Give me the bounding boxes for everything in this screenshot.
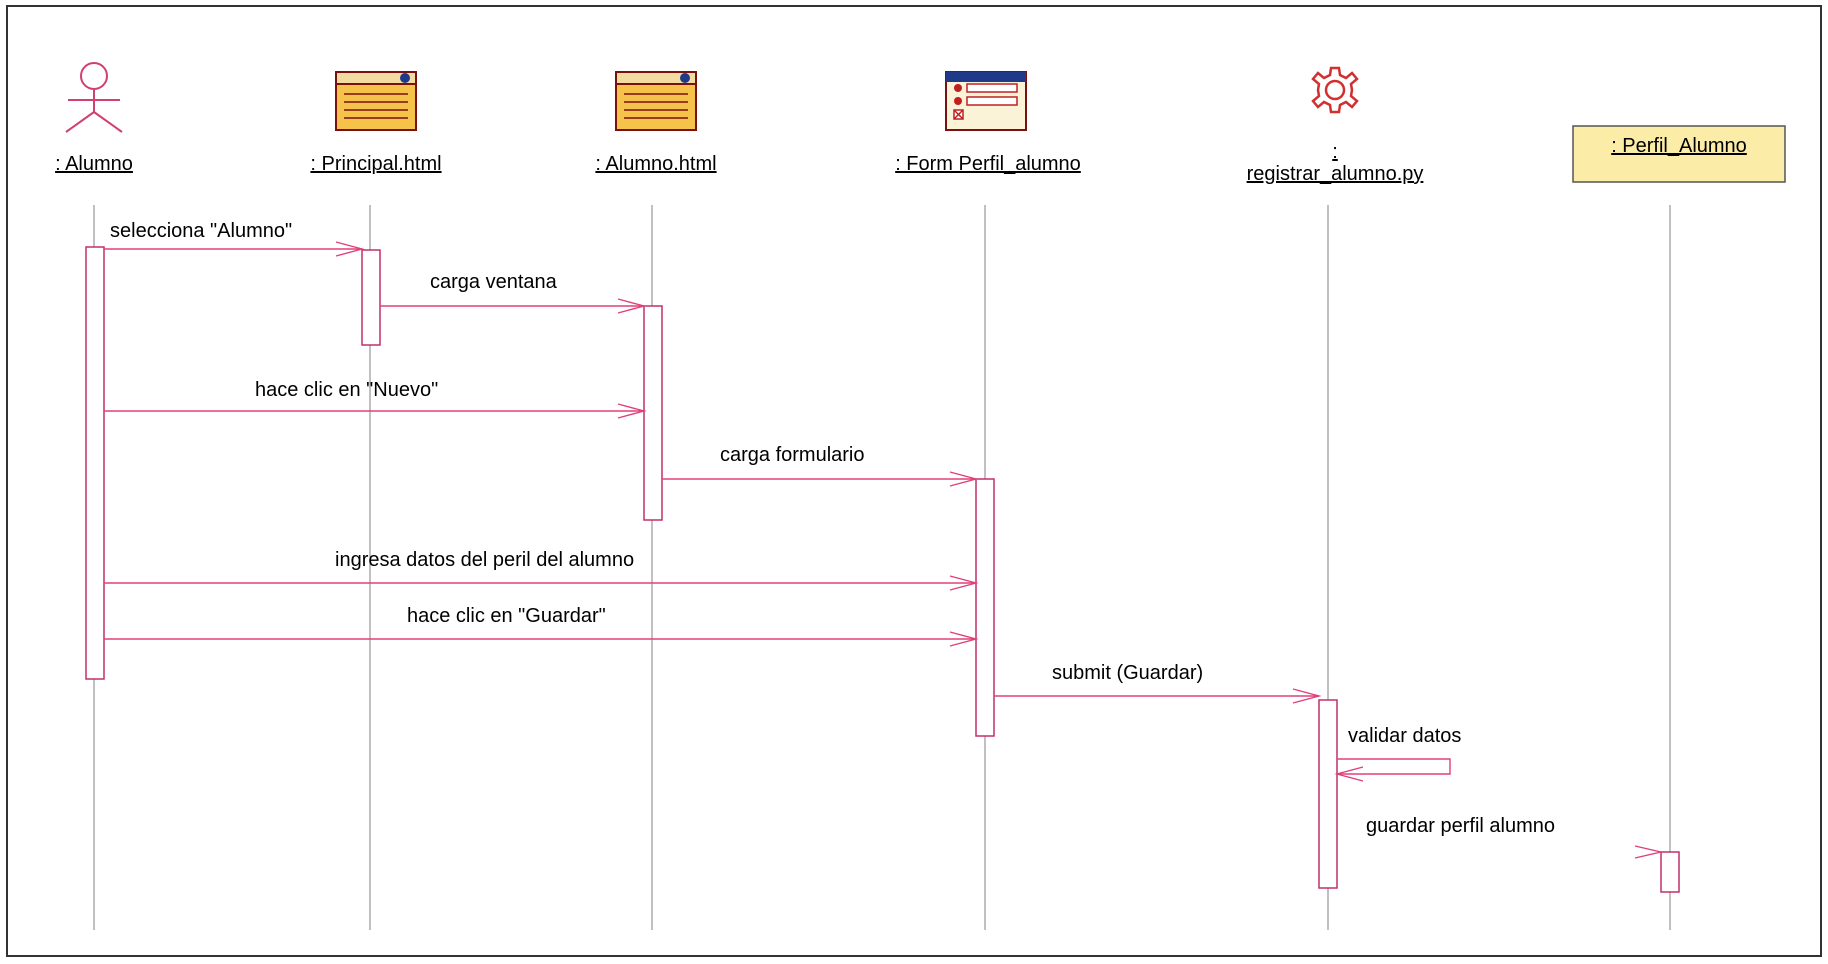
message-label: carga ventana bbox=[430, 271, 558, 293]
web-page-icon bbox=[335, 71, 417, 131]
message-label: submit (Guardar) bbox=[1052, 662, 1203, 684]
participant-label: : Form Perfil_alumno bbox=[895, 153, 1081, 175]
arrow-head bbox=[949, 471, 979, 487]
form-icon bbox=[945, 71, 1027, 131]
message-label: selecciona "Alumno" bbox=[110, 220, 292, 242]
activation-bar bbox=[361, 249, 381, 346]
participant-label: : Perfil_Alumno bbox=[1611, 135, 1747, 157]
arrow-head bbox=[617, 298, 647, 314]
activation-bar bbox=[1660, 851, 1680, 893]
self-message-line bbox=[1337, 758, 1451, 775]
participant-label: : Principal.html bbox=[310, 153, 441, 175]
entity-box bbox=[1572, 125, 1786, 183]
arrow-head bbox=[617, 403, 647, 419]
message-label: ingresa datos del peril del alumno bbox=[335, 549, 634, 571]
activation-bar bbox=[1318, 699, 1338, 889]
participant-label: registrar_alumno.py bbox=[1247, 163, 1424, 185]
arrow-head bbox=[949, 631, 979, 647]
arrow-head bbox=[949, 575, 979, 591]
actor-icon bbox=[65, 62, 123, 133]
activation-bar bbox=[975, 478, 995, 737]
arrow-head bbox=[1634, 845, 1662, 859]
arrow-head bbox=[335, 241, 365, 257]
diagram-frame bbox=[6, 5, 1822, 957]
participant-label: : Alumno.html bbox=[595, 153, 716, 175]
message-label: carga formulario bbox=[720, 444, 865, 466]
activation-bar bbox=[85, 246, 105, 680]
arrow-head bbox=[1334, 766, 1364, 782]
message-label: hace clic en "Guardar" bbox=[407, 605, 606, 627]
message-label: validar datos bbox=[1348, 725, 1461, 747]
message-label: guardar perfil alumno bbox=[1366, 815, 1555, 837]
participant-label: : Alumno bbox=[55, 153, 133, 175]
message-label: hace clic en "Nuevo" bbox=[255, 379, 438, 401]
activation-bar bbox=[643, 305, 663, 521]
gear-icon bbox=[1311, 66, 1359, 114]
arrow-head bbox=[1292, 688, 1322, 704]
web-page-icon bbox=[615, 71, 697, 131]
participant-label: : bbox=[1332, 141, 1338, 163]
